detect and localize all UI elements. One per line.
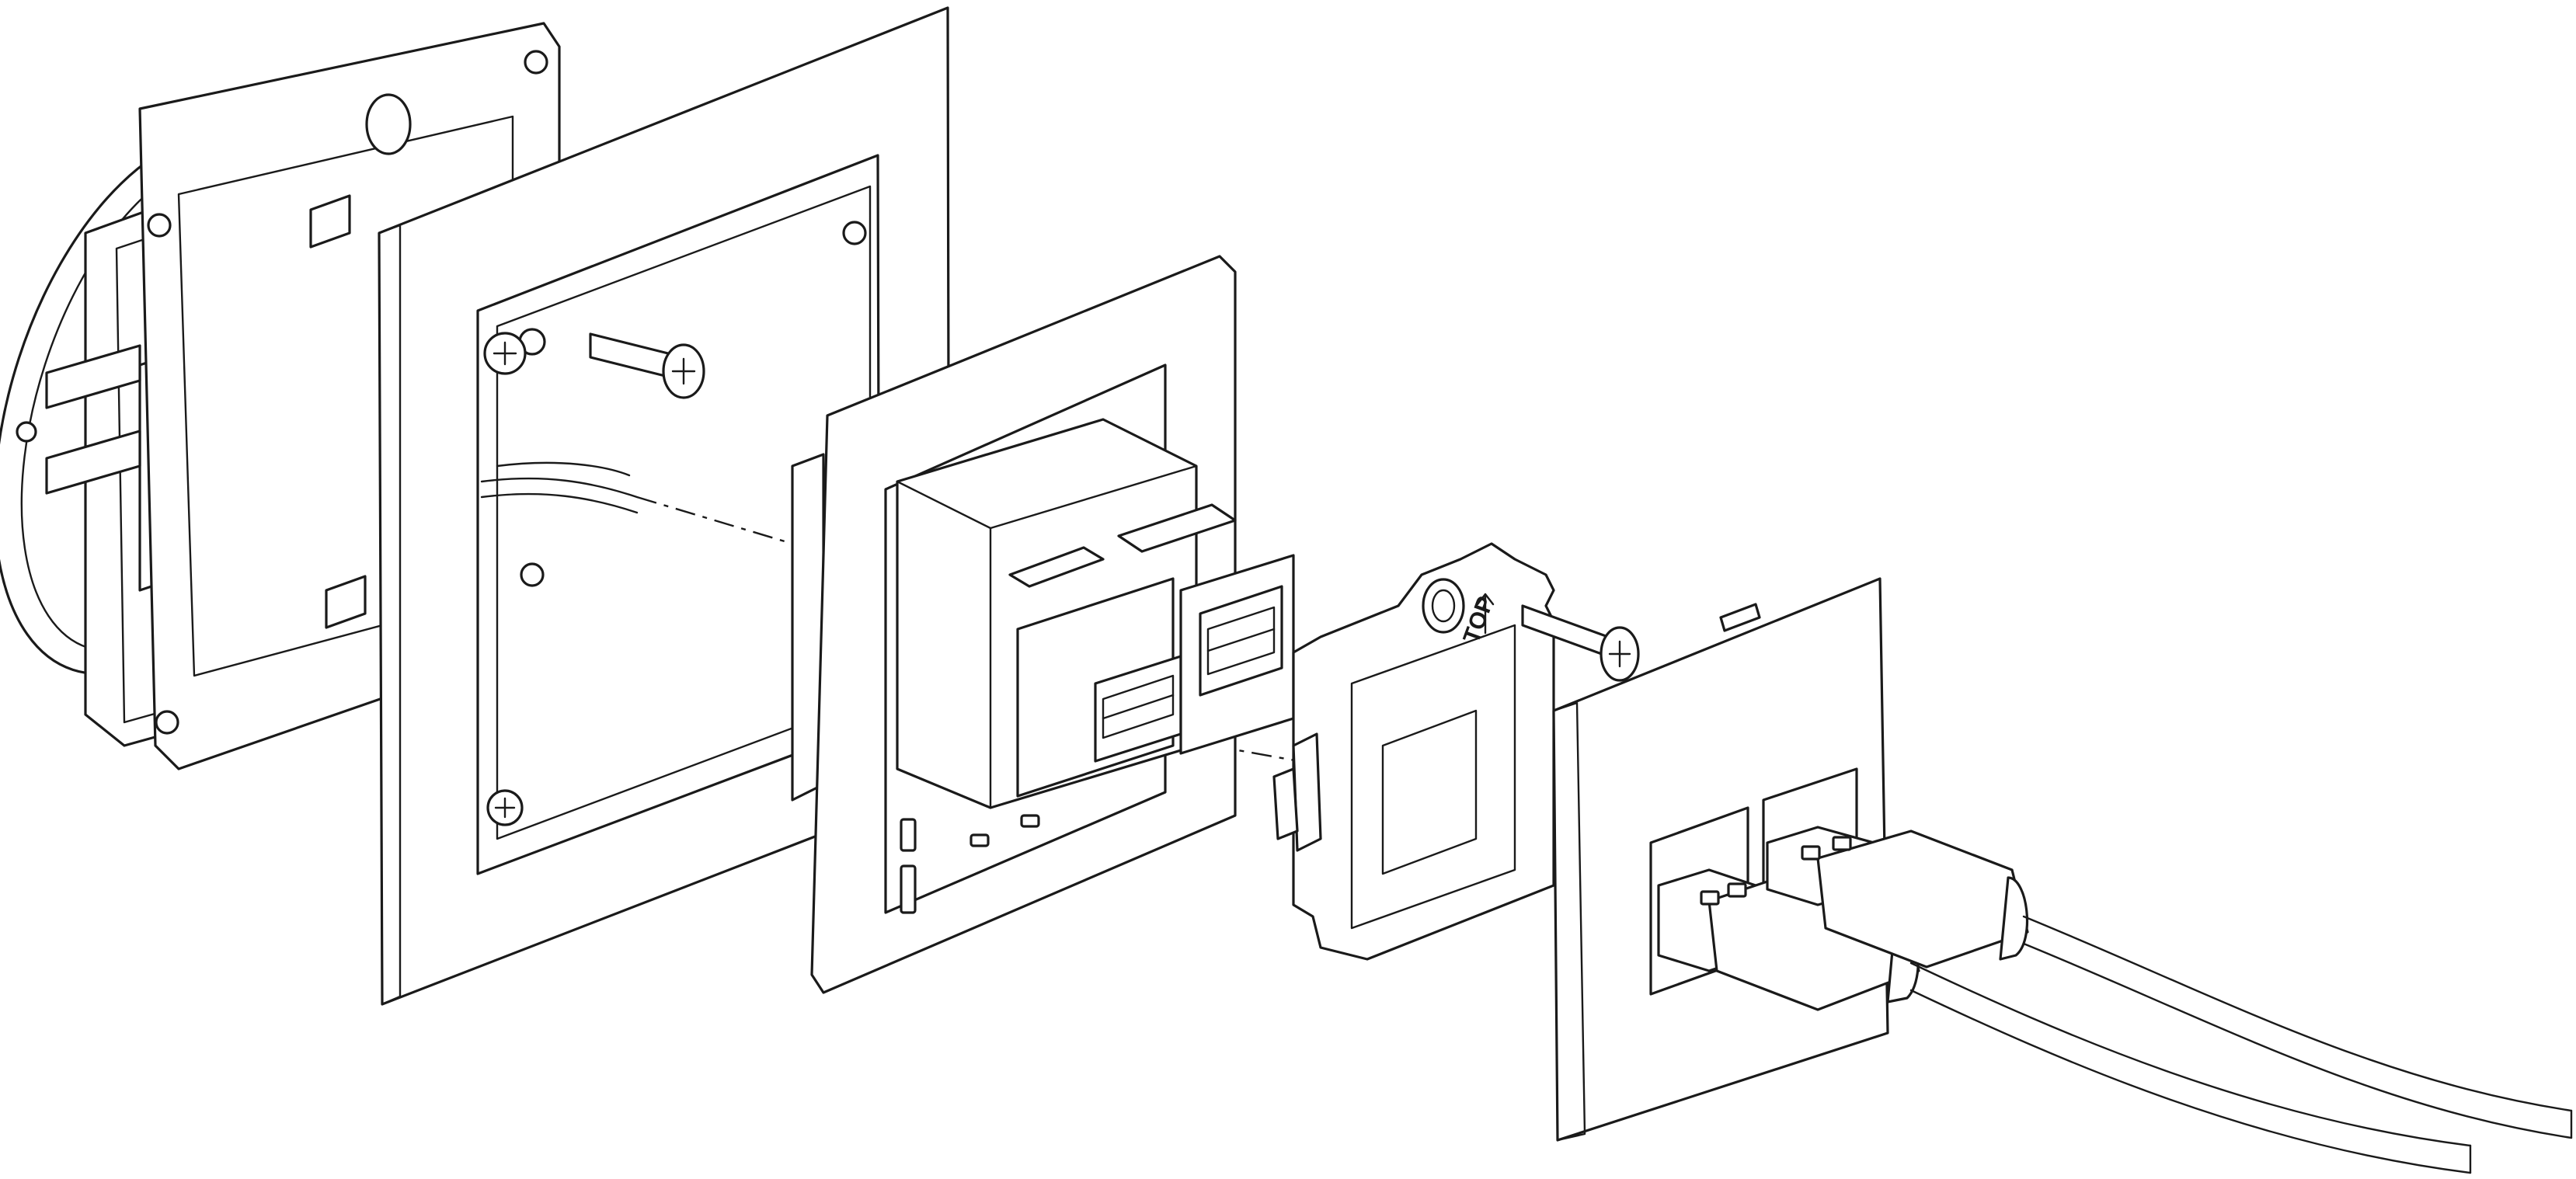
- usb-cables: [1657, 826, 2573, 1174]
- usb-socket-insert: [791, 255, 1295, 994]
- frame-hole: [155, 710, 179, 735]
- frame-screw-hole: [842, 221, 867, 245]
- frame-hole: [147, 213, 172, 238]
- flange-screw-hole: [16, 421, 37, 443]
- frame-hole: [524, 50, 548, 75]
- frame-screw-hole: [520, 562, 545, 587]
- frame-slot: [365, 93, 412, 155]
- plate-screw-hole: [1422, 578, 1465, 634]
- socket-support-plate: TOP: [1272, 542, 1640, 961]
